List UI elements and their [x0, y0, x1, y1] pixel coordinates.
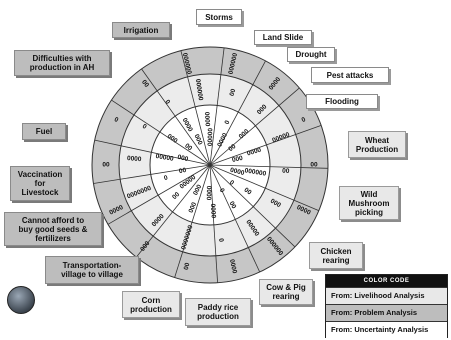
score-mark: 00: [228, 200, 238, 210]
score-mark: 000000: [244, 167, 267, 177]
score-mark: 0: [228, 179, 236, 187]
label-vaccination-livestock: Vaccination for Livestock: [10, 166, 70, 201]
legend-problem: From: Problem Analysis: [326, 304, 447, 321]
wheel-spoke: [93, 164, 211, 184]
score-mark: 00: [310, 162, 318, 169]
wheel-spoke: [94, 139, 211, 166]
wheel-spoke: [209, 125, 322, 166]
score-mark: 00: [178, 167, 187, 175]
score-mark: 0: [217, 238, 225, 243]
score-mark: 00: [140, 79, 150, 89]
label-flooding: Flooding: [306, 94, 378, 109]
score-mark: 0000: [209, 203, 217, 218]
score-mark: 000: [188, 201, 199, 214]
color-code-legend: COLOR CODE From: Livelihood Analysis Fro…: [325, 274, 448, 338]
score-mark: 0000: [206, 185, 213, 200]
legend-uncertainty: From: Uncertainty Analysis: [326, 321, 447, 338]
score-mark: 00000: [155, 153, 174, 163]
wheel-spoke: [174, 164, 211, 278]
score-mark: 00: [102, 162, 110, 169]
label-drought: Drought: [287, 47, 335, 62]
score-mark: 0: [113, 116, 120, 124]
wheel-spoke: [135, 164, 211, 258]
spokes: [93, 47, 329, 283]
score-mark: 00000: [207, 128, 214, 147]
score-mark: 0000: [127, 155, 142, 163]
wheel-spoke: [209, 164, 261, 273]
label-cannot-afford-seeds: Cannot afford to buy good seeds & fertil…: [4, 212, 102, 246]
legend-title: COLOR CODE: [326, 275, 447, 287]
label-transportation: Transportation- village to village: [45, 256, 139, 284]
score-mark: 000: [193, 133, 204, 146]
wheel-spoke: [209, 164, 319, 211]
score-mark: 0: [218, 187, 226, 194]
score-mark: 000000: [227, 52, 239, 75]
score-mark: 0: [301, 116, 308, 124]
score-mark: 000: [177, 154, 190, 163]
score-mark: 00: [229, 88, 238, 97]
legend-livelihood: From: Livelihood Analysis: [326, 287, 447, 304]
wheel-spoke: [107, 164, 211, 225]
label-land-slide: Land Slide: [254, 30, 312, 45]
score-mark: 0000: [228, 259, 238, 275]
label-paddy-rice-production: Paddy rice production: [185, 298, 251, 326]
score-mark: 000: [231, 155, 243, 164]
label-wild-mushroom-picking: Wild Mushroom picking: [339, 186, 399, 220]
score-mark: 000: [269, 198, 282, 210]
label-pest-attacks: Pest attacks: [311, 67, 389, 83]
label-fuel: Fuel: [22, 123, 66, 140]
score-mark: 00: [183, 142, 193, 152]
score-mark: 00: [227, 143, 237, 153]
label-wheat-production: Wheat Production: [348, 131, 406, 158]
wheel-spoke: [209, 87, 300, 166]
wheel-spoke: [141, 68, 211, 166]
score-mark: 000000: [194, 79, 204, 102]
wheel-spoke: [111, 99, 211, 166]
score-mark: 0: [163, 174, 169, 182]
label-cow-pig-rearing: Cow & Pig rearing: [259, 279, 313, 305]
score-mark: 0000: [203, 112, 211, 127]
score-mark: 0: [141, 123, 148, 131]
score-mark: 00: [183, 262, 192, 271]
wheel-spoke: [209, 47, 225, 166]
wheel-spoke: [209, 164, 218, 283]
score-mark: 0000: [229, 167, 245, 177]
label-difficulties-production-ah: Difficulties with production in AH: [14, 50, 110, 76]
wheel-spoke: [180, 50, 211, 166]
score-mark: 0: [163, 99, 171, 106]
wheel-spoke: [209, 164, 329, 169]
score-mark: 000000: [181, 52, 193, 75]
score-mark: 0000: [246, 147, 262, 158]
coin-logo: [7, 286, 35, 314]
score-mark: 000: [192, 183, 203, 196]
score-mark: 0: [224, 119, 232, 125]
label-corn-production: Corn production: [122, 291, 180, 318]
wheel-spoke: [209, 164, 296, 248]
score-mark: 00: [171, 191, 181, 201]
score-mark: 00: [243, 187, 253, 197]
label-chicken-rearing: Chicken rearing: [309, 242, 363, 269]
label-irrigation: Irrigation: [112, 22, 170, 38]
score-mark: 00: [282, 168, 290, 176]
wheel-spoke: [209, 60, 266, 166]
label-storms: Storms: [196, 9, 242, 25]
